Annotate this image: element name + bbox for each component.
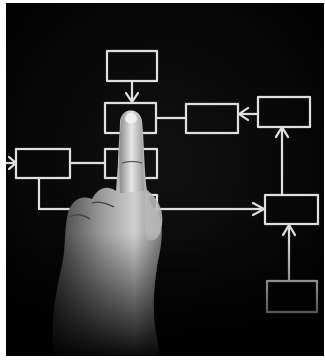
photo <box>6 3 324 356</box>
bottom-shadow <box>6 233 324 356</box>
chalk-flowchart-photo <box>6 3 324 356</box>
